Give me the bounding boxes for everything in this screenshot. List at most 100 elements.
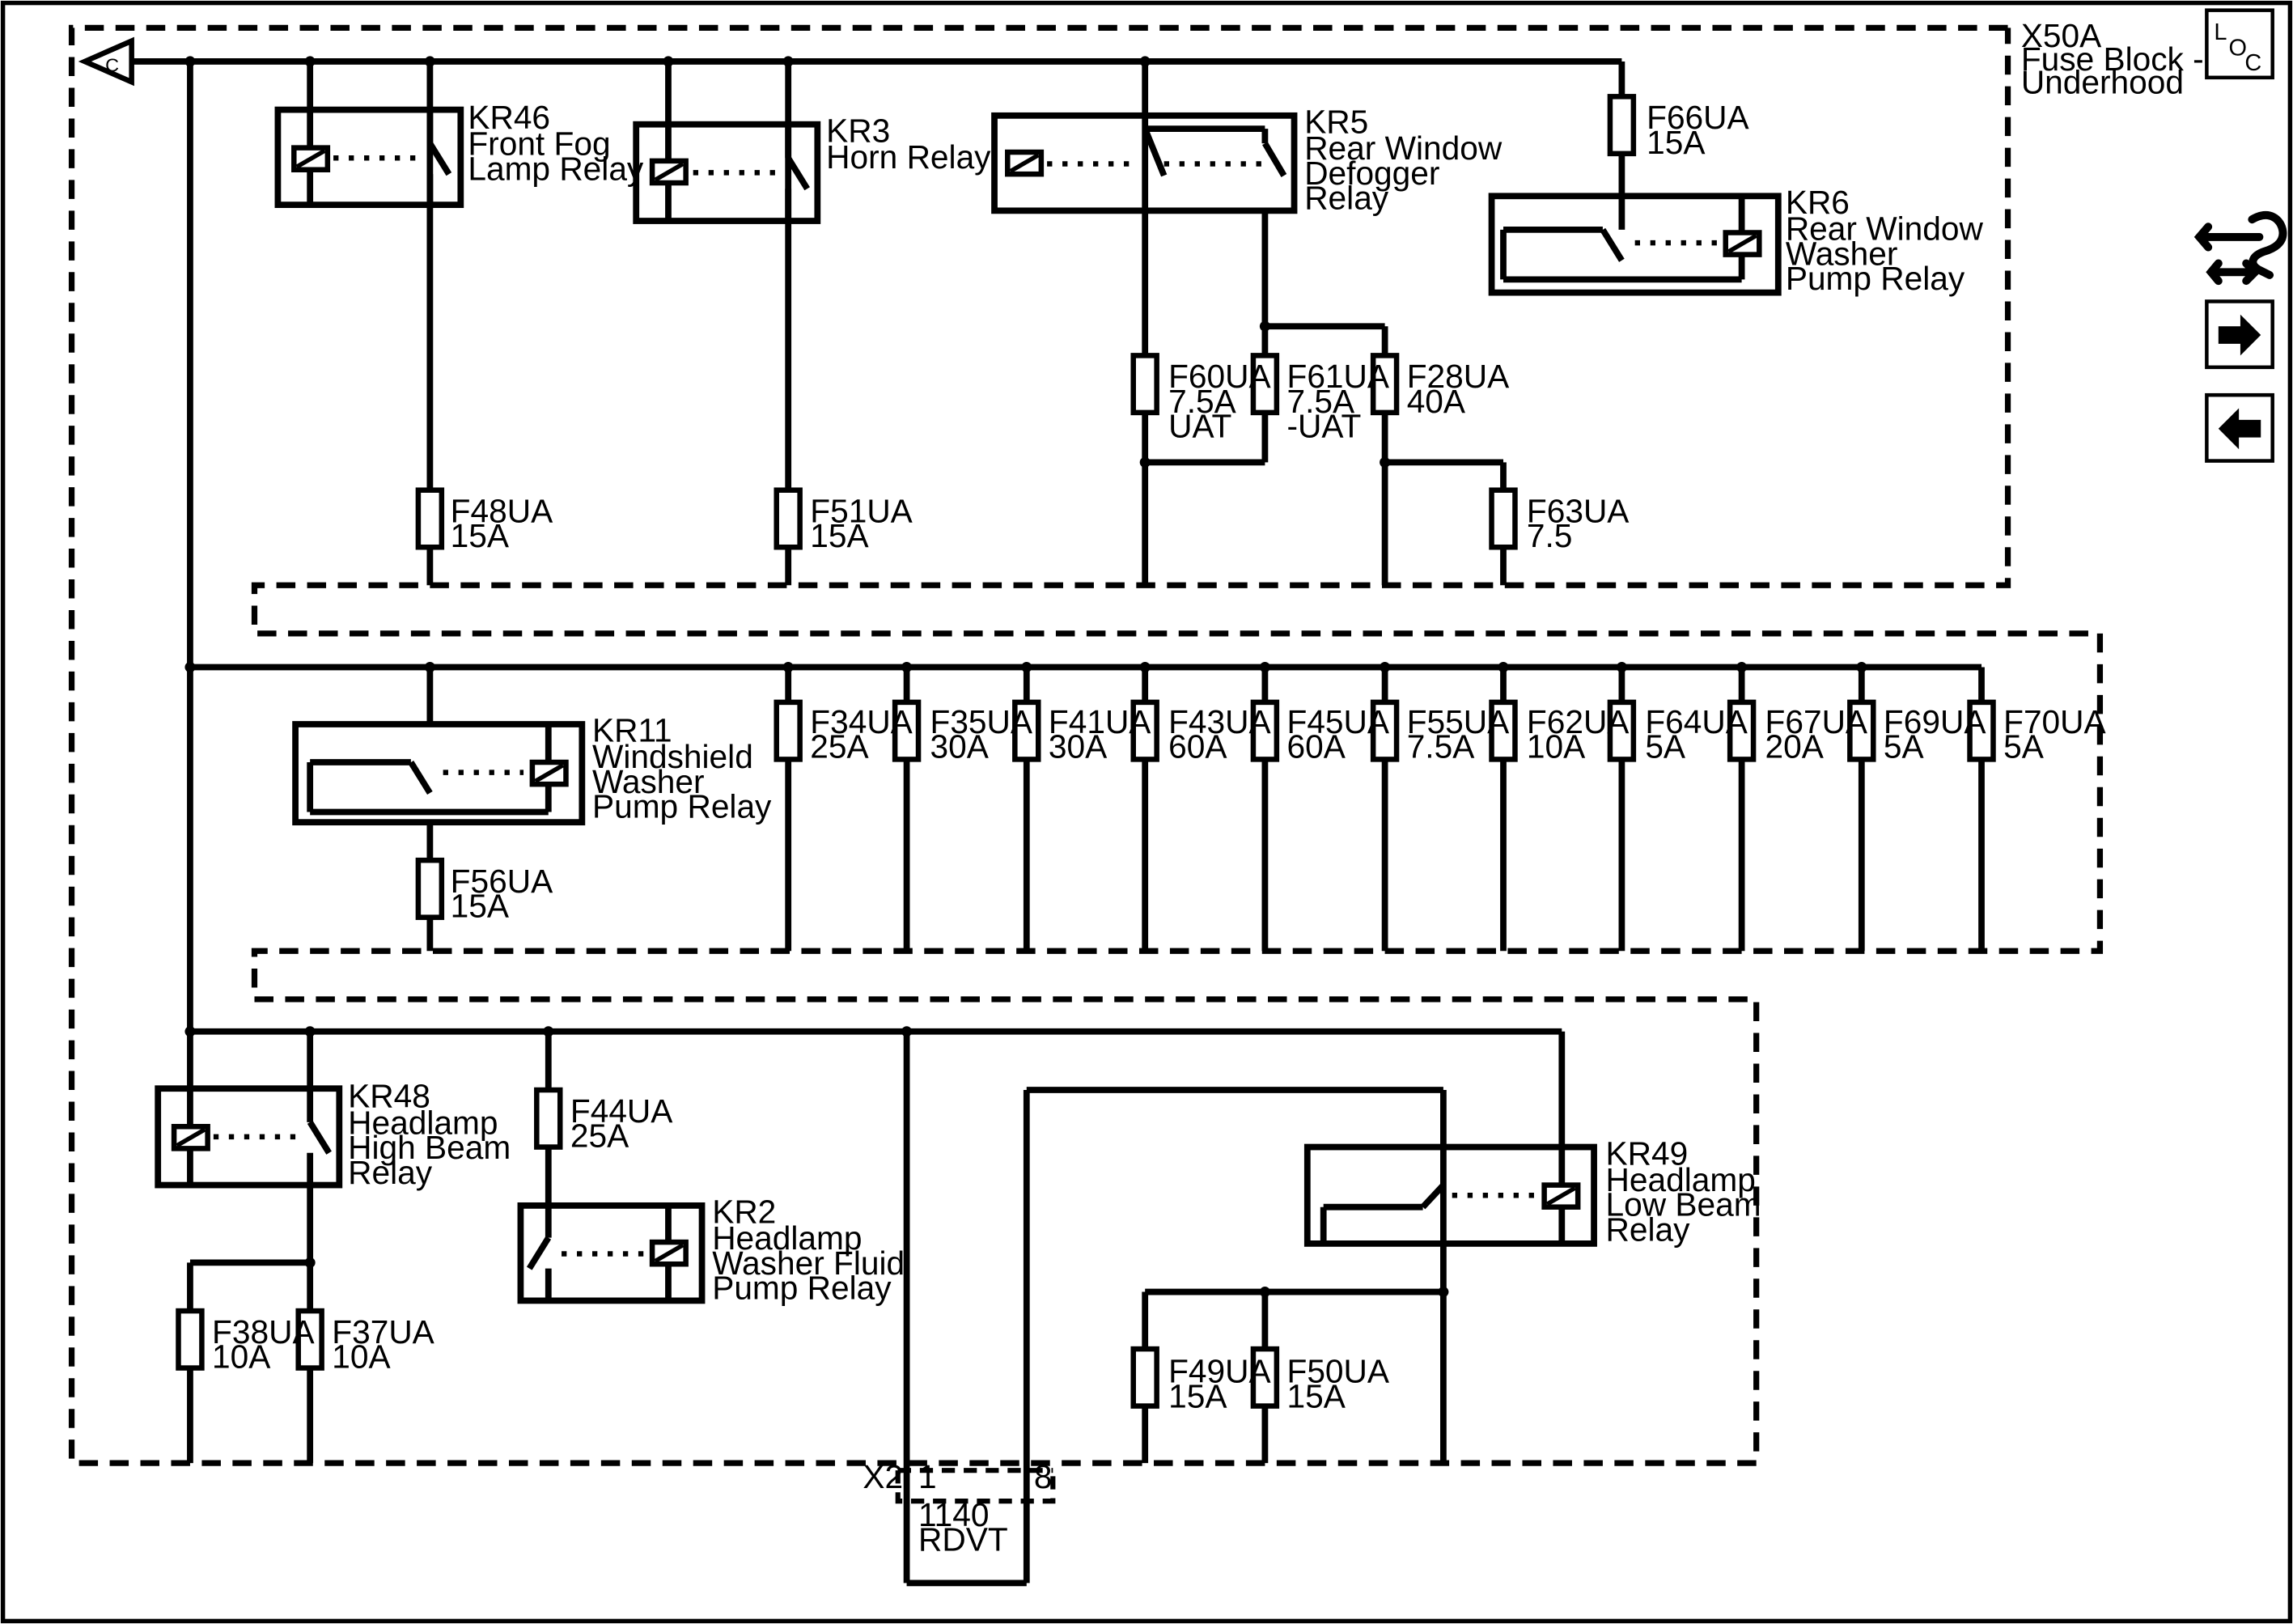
relay-kr3 [633,121,821,224]
fuse-f28ua-id: F28UA [1407,358,1510,395]
previous-page-button[interactable] [2205,392,2274,463]
wire-junctions [184,56,1867,1298]
relay-kr49-name-2: Low Beam [1606,1186,1761,1223]
relay-kr6 [1488,193,1782,296]
relay-kr49-name-3: Relay [1606,1211,1691,1248]
relay-kr48-name-3: Relay [348,1154,433,1191]
fuse-f51ua-id: F51UA [810,492,913,529]
fuse-f63ua-id: F63UA [1527,492,1630,529]
relay-kr5-name-3: Relay [1304,180,1389,217]
fuse-f49ua-rating: 15A [1168,1377,1227,1414]
fuse-f37ua-rating: 10A [332,1338,391,1376]
relay-kr48-name-1: Headlamp [348,1104,498,1141]
harness-icon[interactable] [2193,211,2287,286]
fuse-f67ua-rating: 20A [1765,728,1825,765]
fuse-f48ua-rating: 15A [451,517,510,554]
fuse-f38ua-rating: 10A [212,1338,271,1376]
relay-kr2-name-1: Headlamp [712,1219,862,1257]
fuse-f63ua-rating: 7.5 [1527,517,1573,554]
relay-kr49 [1303,1143,1597,1247]
next-page-button[interactable] [2205,299,2274,370]
relay-kr11-name-3: Pump Relay [592,788,772,825]
connector-x2 [895,1468,1056,1504]
fuse-block-boundary [68,24,2104,1466]
fuse-f69ua-id: F69UA [1884,703,1986,740]
fuse-f44ua-id: F44UA [570,1092,673,1130]
fuse-f43ua-id: F43UA [1168,703,1271,740]
relay-kr11-name-1: Windshield [592,738,753,775]
fuse-f60ua-rating: 7.5A [1168,383,1237,420]
relay-kr5-name-2: Defogger [1304,155,1439,192]
fuse-f67ua-id: F67UA [1765,703,1868,740]
relay-kr48-id: KR48 [348,1078,430,1115]
loc-c: C [2244,50,2261,76]
fuse-f66ua-id: F66UA [1647,99,1749,136]
relay-kr48 [155,1085,343,1189]
fuse-f41ua-rating: 30A [1049,728,1108,765]
relay-kr2-id: KR2 [712,1194,776,1231]
fuse-f56ua-id: F56UA [451,863,553,900]
fuse-f48ua-id: F48UA [451,492,553,529]
fuse-symbols [176,94,1996,1409]
relay-kr3-name-1: Horn Relay [826,138,991,176]
fuse-f44ua-rating: 25A [570,1117,629,1155]
relay-kr6-name-3: Pump Relay [1786,260,1965,297]
fuse-f61ua-note: -UAT [1287,408,1362,445]
fuse-f45ua-rating: 60A [1287,728,1346,765]
fuse-f61ua-id: F61UA [1287,358,1390,395]
relay-kr46-id: KR46 [468,99,550,136]
relay-kr48-name-2: High Beam [348,1129,511,1166]
relay-kr3-id: KR3 [826,112,890,149]
fuse-block-name-2: Underhood [2021,64,2184,101]
relay-kr49-id: KR49 [1606,1134,1689,1172]
relay-kr11-id: KR11 [592,712,672,749]
relay-kr11-name-2: Washer [592,763,705,800]
relay-kr11 [292,721,586,826]
relay-kr5 [991,112,1298,214]
fuse-f64ua-id: F64UA [1645,703,1748,740]
relay-kr46-name-1: Front Fog [468,125,610,163]
fuse-labels: F66UA 15A F48UA 15A F51UA 15A F60UA 7.5A… [212,99,2106,1414]
fuse-f62ua-id: F62UA [1527,703,1630,740]
fuse-f34ua-rating: 25A [810,728,869,765]
component-id: 1140 [918,1496,989,1533]
loc-o: O [2228,36,2246,61]
fuse-f28ua-rating: 40A [1407,383,1466,420]
location-button[interactable]: L O C [2205,8,2274,80]
fuse-f61ua-rating: 7.5A [1287,383,1356,420]
relay-kr2-name-3: Pump Relay [712,1270,892,1307]
fuse-f55ua-rating: 7.5A [1407,728,1476,765]
relay-kr49-name-1: Headlamp [1606,1161,1756,1198]
fuse-f69ua-rating: 5A [1884,728,1925,765]
fuse-f60ua-note: UAT [1168,408,1231,445]
arrow-left-icon [2218,408,2261,450]
relay-kr46 [274,106,464,209]
connector-pin-1: 1 [918,1458,937,1495]
fuse-f50ua-id: F50UA [1287,1353,1390,1390]
fuse-block-id: X50A [2021,17,2102,54]
fuse-f38ua-id: F38UA [212,1313,315,1351]
fuse-f34ua-id: F34UA [810,703,913,740]
fuse-f50ua-rating: 15A [1287,1377,1346,1414]
component-name: RDVT [918,1521,1008,1558]
svg-text:C: C [105,55,119,76]
arrow-right-icon [2218,314,2261,356]
fuse-f41ua-id: F41UA [1049,703,1151,740]
fuse-f60ua-id: F60UA [1168,358,1271,395]
relay-kr2 [517,1202,706,1304]
relay-kr6-name-2: Washer [1786,235,1898,272]
fuse-f35ua-rating: 30A [930,728,990,765]
fuse-f51ua-rating: 15A [810,517,869,554]
fuse-f70ua-id: F70UA [2003,703,2106,740]
fuse-f43ua-rating: 60A [1168,728,1227,765]
fuse-f64ua-rating: 5A [1645,728,1686,765]
fuse-f66ua-rating: 15A [1647,124,1706,161]
relay-kr6-id: KR6 [1786,184,1850,221]
fuse-f70ua-rating: 5A [2003,728,2045,765]
loc-l: L [2214,19,2227,45]
relay-kr5-name-1: Rear Window [1304,129,1503,167]
fuse-f49ua-id: F49UA [1168,1353,1271,1390]
fuse-f62ua-rating: 10A [1527,728,1586,765]
